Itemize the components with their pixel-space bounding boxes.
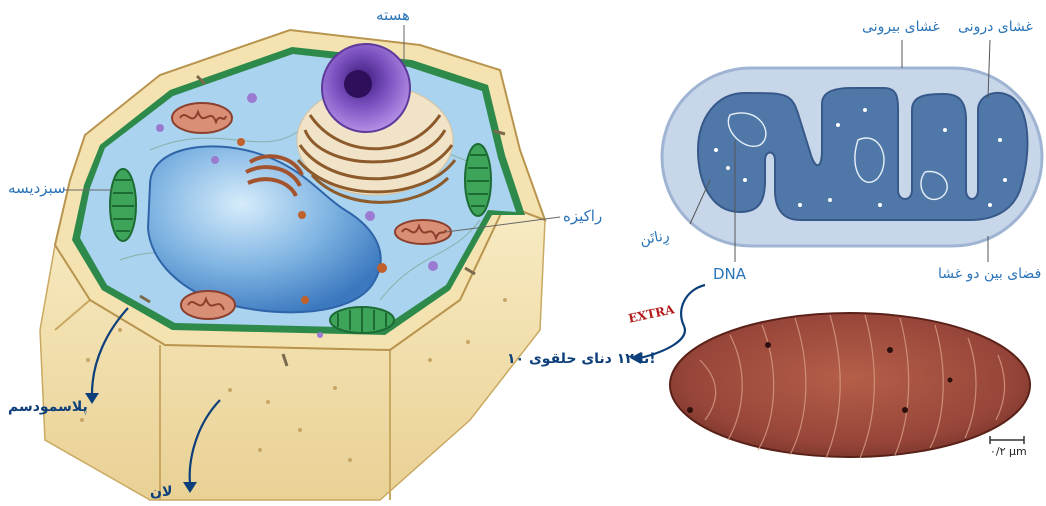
middle-lamella-label: لان (150, 485, 172, 499)
scale-bar (990, 436, 1024, 444)
chloroplast-3 (330, 307, 394, 333)
outer-membrane-label: غشای بیرونی (862, 20, 940, 34)
scale-label: ۰/۲ µm (990, 446, 1027, 457)
chloroplast-2 (465, 144, 491, 216)
chloroplast-1 (110, 169, 136, 241)
mitochondrion-3 (181, 291, 235, 319)
mitochondrion-label: راکیزه (563, 209, 602, 224)
nucleus-label: هسته (376, 8, 410, 23)
dna-label: DNA (713, 267, 746, 282)
plant-cell (40, 25, 560, 500)
dna-note-label: ۱۰ تا ۱۲ دنای حلقوی! (507, 352, 656, 366)
chloroplast-label: سبزدیسه (8, 181, 66, 196)
inner-membrane-label: غشای درونی (958, 20, 1033, 34)
plasmodesma-label: پلاسمودسم (8, 400, 88, 414)
intermembrane-space-label: فضای بین دو غشا (938, 267, 1041, 281)
matrix-shape (698, 88, 1027, 220)
mitochondrion-2 (395, 220, 451, 244)
mitochondrion-diagram (630, 40, 1042, 458)
mitochondrion-1 (172, 103, 232, 133)
